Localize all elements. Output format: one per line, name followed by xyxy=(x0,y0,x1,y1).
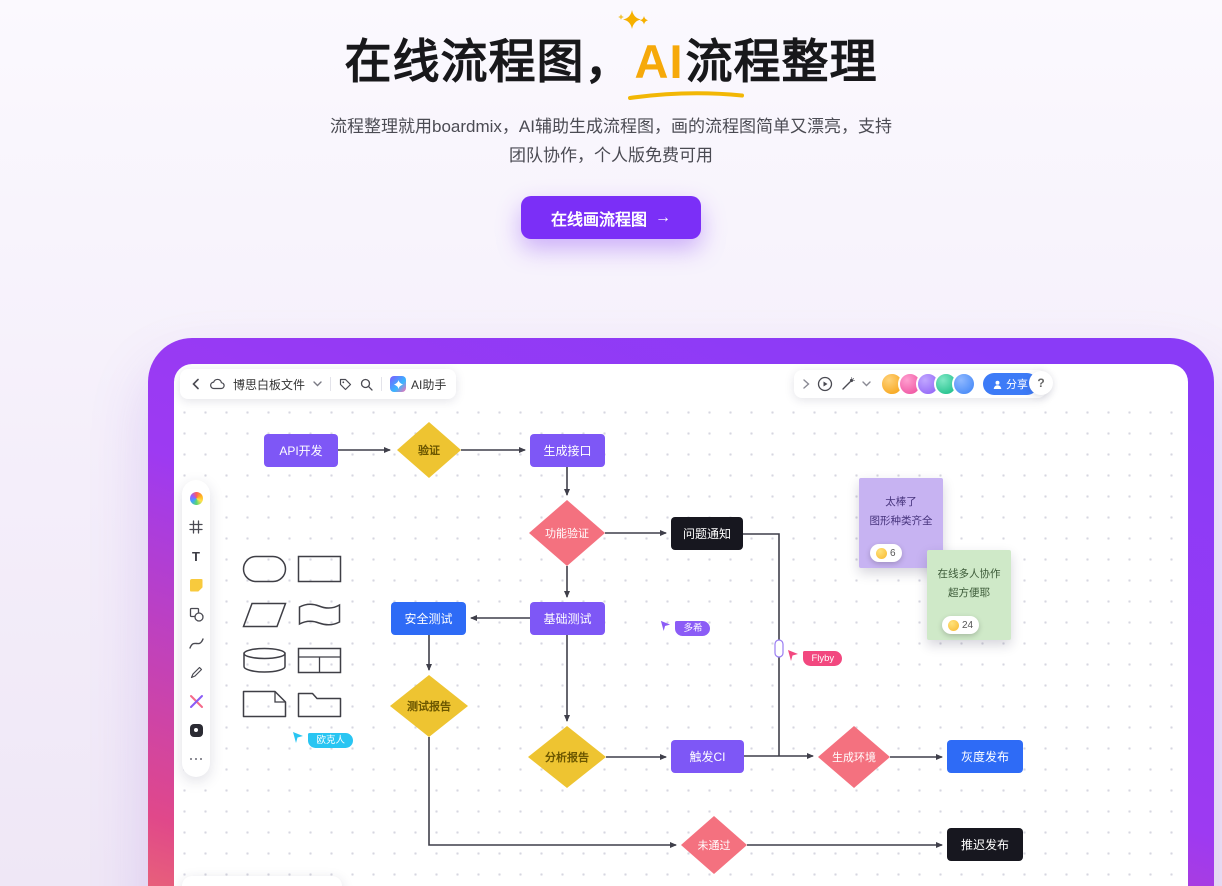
cursor-user-3: Flyby xyxy=(787,648,843,666)
arrow-right-icon: → xyxy=(655,208,671,226)
title-ai-text: AI xyxy=(634,35,684,88)
cursor-arrow-icon xyxy=(293,732,303,743)
collab-toolbar: 分享 xyxy=(794,370,1046,398)
mindmap-tool-icon[interactable] xyxy=(188,693,204,709)
reaction-badge[interactable]: 24 xyxy=(942,616,980,634)
chevron-right-icon[interactable] xyxy=(802,379,810,389)
more-tools-icon[interactable] xyxy=(188,751,204,767)
chevron-down-icon[interactable] xyxy=(862,381,871,387)
star-struck-emoji-icon xyxy=(948,619,959,631)
title-prefix: 在线流程图， xyxy=(344,35,633,88)
file-name: 博思白板文件 xyxy=(233,377,306,392)
cursor-user-2: 多希 xyxy=(660,618,711,636)
collaborator-avatars xyxy=(880,372,976,396)
present-play-icon[interactable] xyxy=(817,376,833,392)
select-tool-icon[interactable] xyxy=(188,490,204,506)
toolbar-divider xyxy=(330,377,332,391)
tag-icon[interactable] xyxy=(339,378,352,391)
tool-strip: T xyxy=(182,480,210,777)
cursor-name-label: Flyby xyxy=(803,651,843,666)
cursor-user-1: 欧克人 xyxy=(292,730,353,748)
cursor-name-label: 多希 xyxy=(675,621,711,636)
connector-tool-icon[interactable] xyxy=(188,635,204,651)
shape-cylinder[interactable] xyxy=(242,647,287,674)
shape-parallelogram[interactable] xyxy=(242,602,287,628)
cursor-arrow-icon xyxy=(788,650,798,661)
avatar[interactable] xyxy=(952,372,976,396)
subtitle-line-2: 团队协作，个人版免费可用 xyxy=(509,146,713,166)
shape-table[interactable] xyxy=(297,647,342,674)
search-icon[interactable] xyxy=(360,378,373,391)
ai-assistant-label: AI助手 xyxy=(411,377,447,392)
shape-folder[interactable] xyxy=(297,690,342,718)
draw-flowchart-button[interactable]: 在线画流程图 → xyxy=(520,196,701,240)
cloud-sync-icon xyxy=(210,378,225,390)
shape-tool-icon[interactable] xyxy=(188,606,204,622)
help-label: ? xyxy=(1037,376,1045,390)
hero-subtitle: 流程整理就用boardmix，AI辅助生成流程图，画的流程图简单又漂亮，支持 团… xyxy=(291,112,931,170)
whiteboard-app: 博思白板文件 AI助手 xyxy=(174,364,1188,886)
pen-tool-icon[interactable] xyxy=(188,664,204,680)
app-mockup-frame: 博思白板文件 AI助手 xyxy=(148,338,1214,886)
shape-rectangle[interactable] xyxy=(297,555,342,583)
person-icon xyxy=(993,380,1002,389)
subtitle-line-1: 流程整理就用boardmix，AI辅助生成流程图，画的流程图简单又漂亮，支持 xyxy=(330,117,892,137)
sparkle-icon xyxy=(617,10,648,29)
laser-pointer-icon[interactable] xyxy=(840,377,855,392)
cursor-name-label: 欧克人 xyxy=(308,733,353,748)
cta-label: 在线画流程图 xyxy=(550,211,647,229)
node-issue-notify[interactable]: 问题通知 xyxy=(671,517,743,550)
share-button[interactable]: 分享 xyxy=(983,373,1038,395)
heart-eyes-emoji-icon xyxy=(876,547,887,559)
text-tool-icon[interactable]: T xyxy=(192,548,200,564)
node-trigger-ci[interactable]: 触发CI xyxy=(671,740,744,773)
zoom-toolbar[interactable] xyxy=(182,876,342,886)
toolbar-divider xyxy=(381,377,383,391)
node-security-test[interactable]: 安全测试 xyxy=(391,602,466,635)
sticky-note-tool-icon[interactable] xyxy=(188,577,204,593)
frame-tool-icon[interactable] xyxy=(188,519,204,535)
node-delay-release[interactable]: 推迟发布 xyxy=(947,828,1023,861)
title-ai-highlight: AI xyxy=(617,10,744,101)
share-label: 分享 xyxy=(1006,379,1028,391)
node-gray-release[interactable]: 灰度发布 xyxy=(947,740,1023,773)
ai-assistant-icon xyxy=(390,376,407,392)
node-base-test[interactable]: 基础测试 xyxy=(530,602,605,635)
title-suffix: 流程整理 xyxy=(685,35,878,88)
media-tool-icon[interactable] xyxy=(188,722,204,738)
shape-stadium[interactable] xyxy=(242,555,287,583)
node-generate-api[interactable]: 生成接口 xyxy=(530,434,605,467)
help-button[interactable]: ? xyxy=(1029,371,1053,395)
chevron-down-icon[interactable] xyxy=(313,381,322,387)
cursor-arrow-icon xyxy=(660,620,671,631)
reaction-badge[interactable]: 6 xyxy=(870,544,902,562)
back-button[interactable] xyxy=(190,378,202,390)
ai-assistant-button[interactable]: AI助手 xyxy=(390,376,446,393)
shape-document[interactable] xyxy=(242,690,287,718)
canvas-dot-grid xyxy=(174,402,1188,886)
node-api-dev[interactable]: API开发 xyxy=(264,434,338,467)
shape-wave[interactable] xyxy=(297,602,342,628)
file-toolbar: 博思白板文件 AI助手 xyxy=(180,369,457,399)
ai-underline-swoosh xyxy=(627,91,744,101)
